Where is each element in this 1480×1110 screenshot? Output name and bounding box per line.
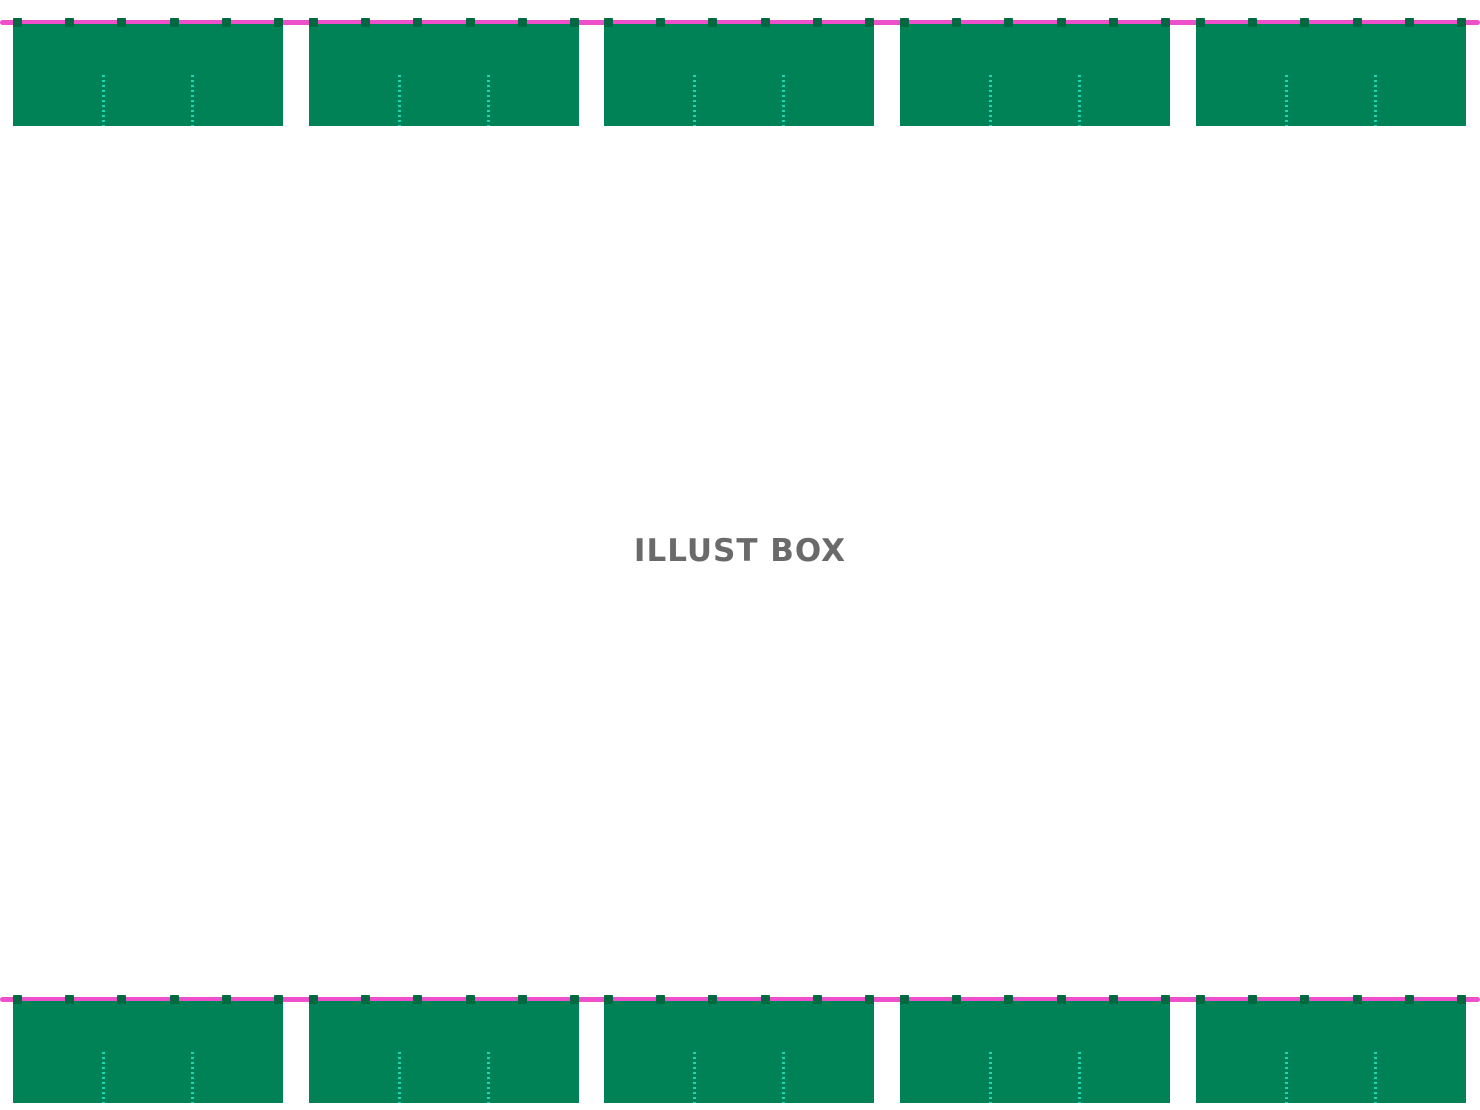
hanging-tab	[900, 18, 909, 27]
hanging-tab	[952, 995, 961, 1004]
hanging-tab	[117, 995, 126, 1004]
hanging-tab	[604, 995, 613, 1004]
noren-panel	[900, 1001, 1170, 1103]
hanging-tab	[1004, 18, 1013, 27]
rope-line	[0, 20, 1480, 25]
top-noren-banner-row	[0, 14, 1480, 126]
hanging-tab	[1300, 18, 1309, 27]
noren-panel	[604, 1001, 874, 1103]
noren-panel	[1196, 24, 1466, 126]
hanging-tab	[1405, 995, 1414, 1004]
hanging-tab	[761, 995, 770, 1004]
hanging-tab	[570, 995, 579, 1004]
noren-panel	[1196, 1001, 1466, 1103]
panel-seam	[1078, 1049, 1081, 1103]
hanging-tab	[1353, 995, 1362, 1004]
panel-seam	[693, 1049, 696, 1103]
hanging-tab	[865, 995, 874, 1004]
rope-line	[0, 997, 1480, 1002]
hanging-tab	[656, 18, 665, 27]
panel-seam	[1078, 72, 1081, 126]
noren-panel	[13, 24, 283, 126]
panel-seam	[989, 1049, 992, 1103]
hanging-tab	[1109, 995, 1118, 1004]
hanging-tab	[1057, 18, 1066, 27]
hanging-tab	[900, 995, 909, 1004]
hanging-tab	[117, 18, 126, 27]
panel-seam	[782, 72, 785, 126]
hanging-tab	[466, 995, 475, 1004]
hanging-tab	[1248, 995, 1257, 1004]
hanging-tab	[1196, 995, 1205, 1004]
panel-seam	[782, 1049, 785, 1103]
hanging-tab	[413, 995, 422, 1004]
hanging-tab	[1457, 18, 1466, 27]
hanging-tab	[309, 18, 318, 27]
hanging-tab	[13, 995, 22, 1004]
hanging-tab	[518, 18, 527, 27]
noren-panel	[309, 24, 579, 126]
hanging-tab	[170, 995, 179, 1004]
hanging-tab	[1161, 995, 1170, 1004]
panel-seam	[102, 72, 105, 126]
hanging-tab	[1196, 18, 1205, 27]
panel-seam	[398, 1049, 401, 1103]
hanging-tab	[1300, 995, 1309, 1004]
hanging-tab	[1109, 18, 1118, 27]
hanging-tab	[170, 18, 179, 27]
panel-seam	[1374, 1049, 1377, 1103]
hanging-tab	[1057, 995, 1066, 1004]
panel-seam	[1374, 72, 1377, 126]
hanging-tab	[813, 18, 822, 27]
hanging-tab	[708, 18, 717, 27]
hanging-tab	[865, 18, 874, 27]
hanging-tab	[1457, 995, 1466, 1004]
hanging-tab	[1161, 18, 1170, 27]
hanging-tab	[1353, 18, 1362, 27]
hanging-tab	[518, 995, 527, 1004]
panel-seam	[487, 72, 490, 126]
panel-seam	[1285, 72, 1288, 126]
noren-panel	[900, 24, 1170, 126]
panel-seam	[191, 1049, 194, 1103]
hanging-tab	[1405, 18, 1414, 27]
panel-seam	[191, 72, 194, 126]
watermark-text: ILLUST BOX	[633, 533, 847, 569]
panel-seam	[398, 72, 401, 126]
hanging-tab	[65, 18, 74, 27]
hanging-tab	[222, 18, 231, 27]
noren-panel	[13, 1001, 283, 1103]
hanging-tab	[813, 995, 822, 1004]
hanging-tab	[570, 18, 579, 27]
bottom-noren-banner-row	[0, 991, 1480, 1103]
hanging-tab	[952, 18, 961, 27]
hanging-tab	[13, 18, 22, 27]
panel-seam	[487, 1049, 490, 1103]
hanging-tab	[65, 995, 74, 1004]
hanging-tab	[274, 995, 283, 1004]
hanging-tab	[1248, 18, 1257, 27]
hanging-tab	[708, 995, 717, 1004]
hanging-tab	[361, 995, 370, 1004]
panel-seam	[989, 72, 992, 126]
hanging-tab	[309, 995, 318, 1004]
hanging-tab	[274, 18, 283, 27]
hanging-tab	[466, 18, 475, 27]
hanging-tab	[656, 995, 665, 1004]
hanging-tab	[361, 18, 370, 27]
panel-seam	[102, 1049, 105, 1103]
hanging-tab	[1004, 995, 1013, 1004]
panel-seam	[693, 72, 696, 126]
hanging-tab	[222, 995, 231, 1004]
hanging-tab	[604, 18, 613, 27]
hanging-tab	[761, 18, 770, 27]
panel-seam	[1285, 1049, 1288, 1103]
noren-panel	[309, 1001, 579, 1103]
noren-panel	[604, 24, 874, 126]
hanging-tab	[413, 18, 422, 27]
